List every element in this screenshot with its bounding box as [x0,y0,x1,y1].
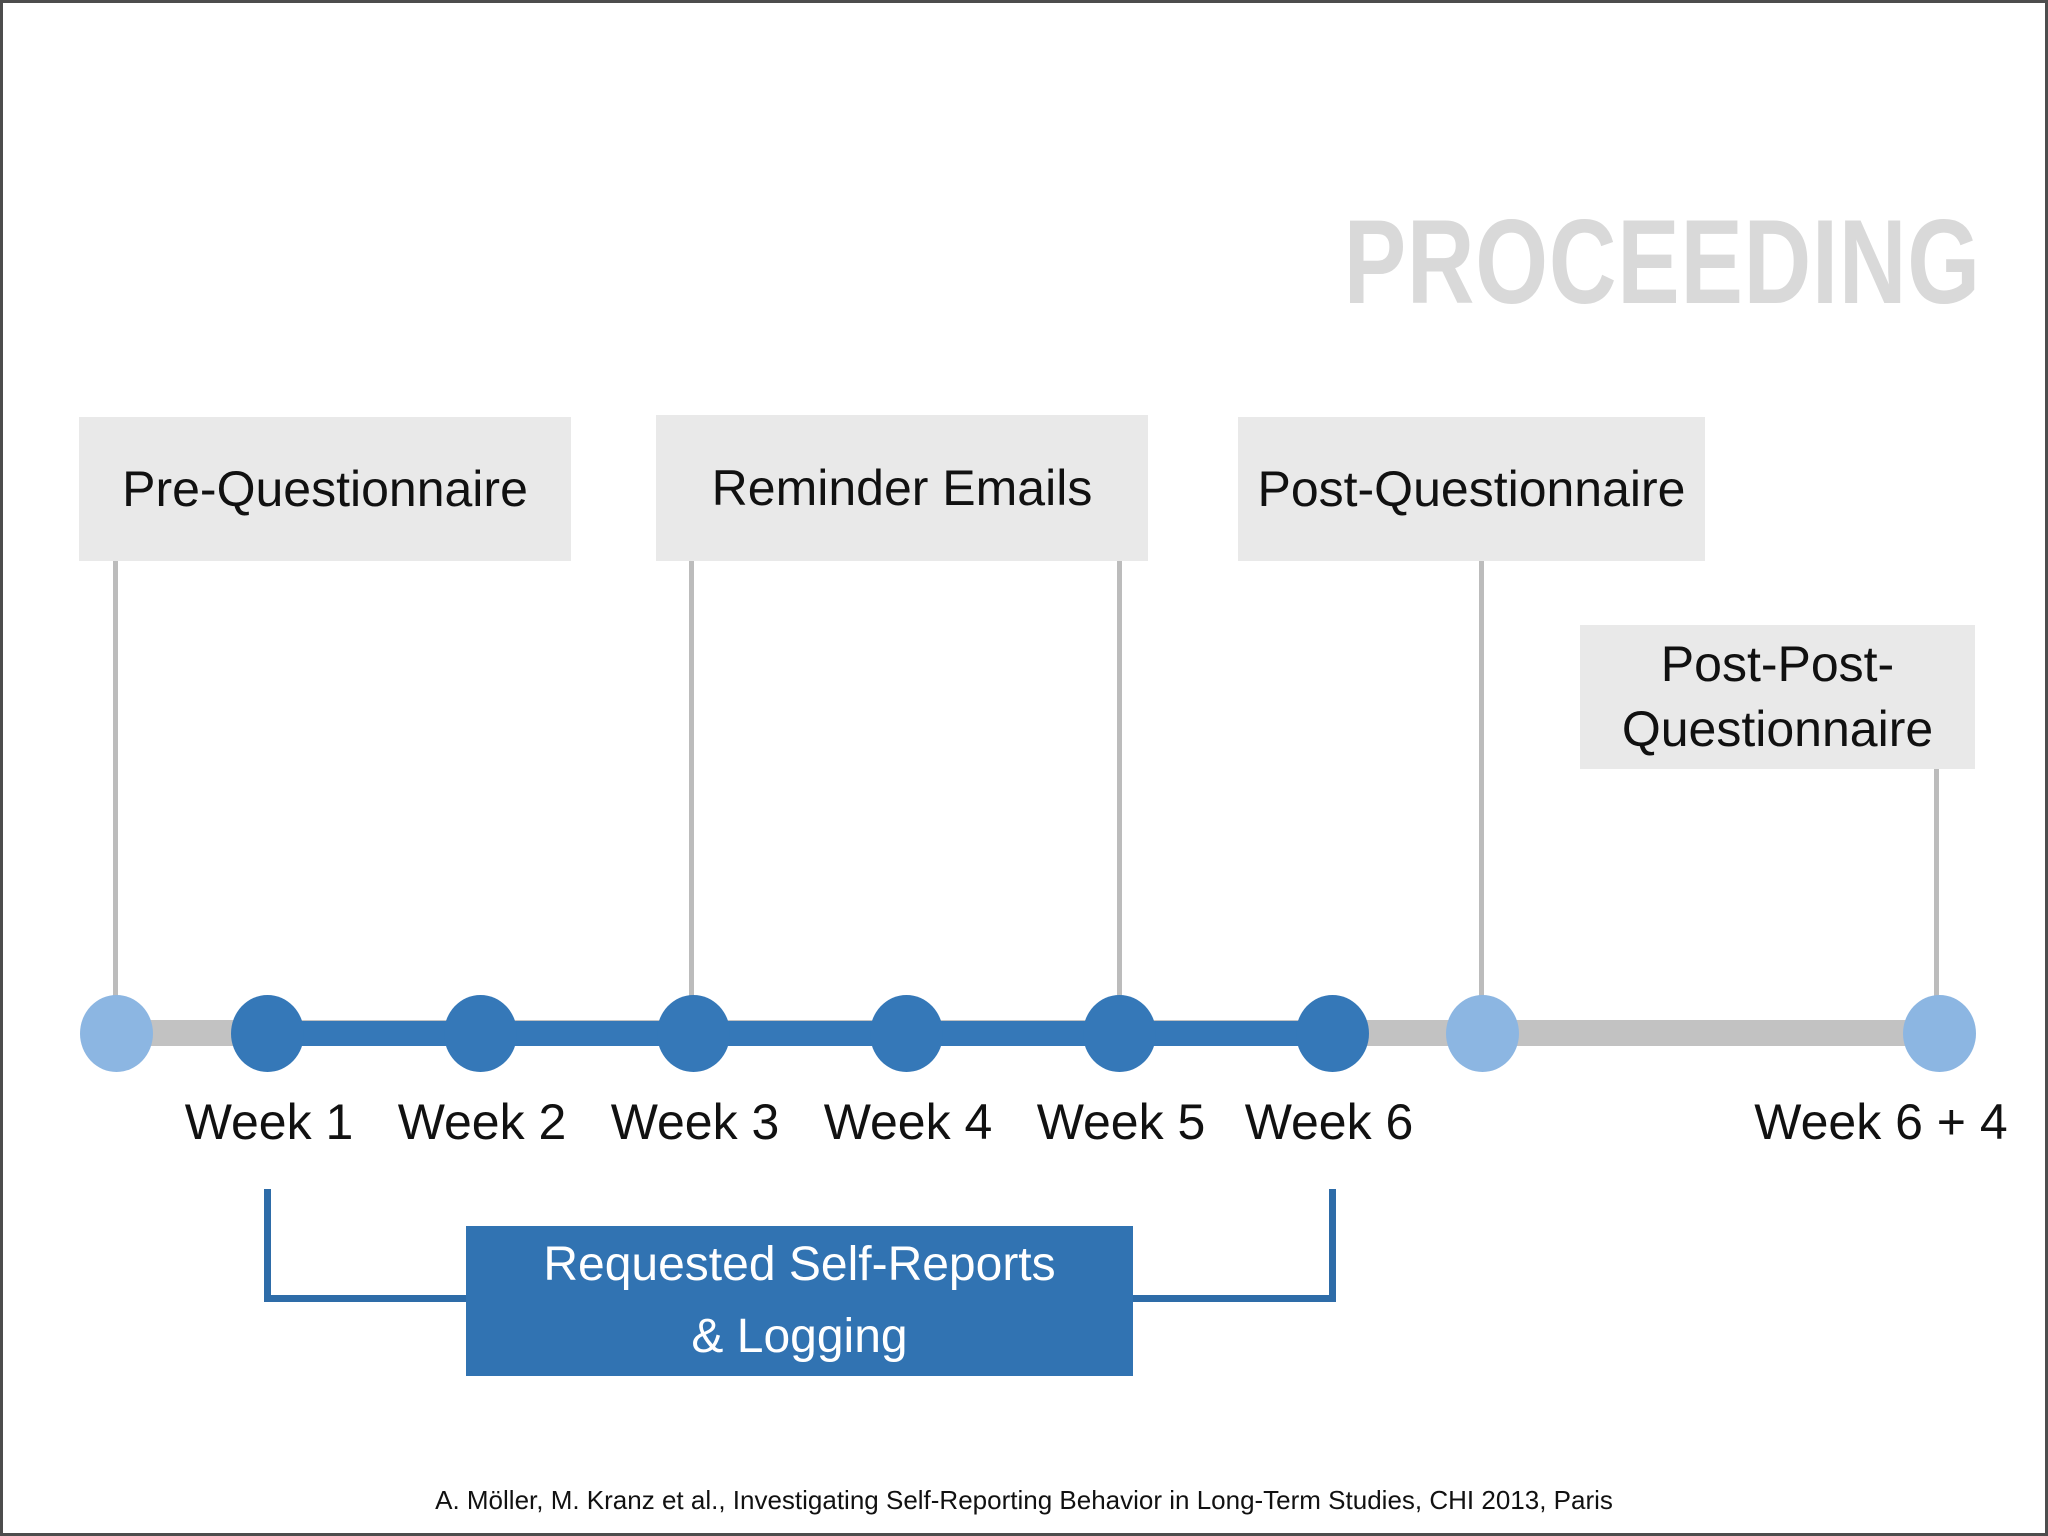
timeline-dot-post-questionnaire [1446,995,1519,1072]
connector-reminder-week5 [1117,561,1122,1003]
timeline-dot-week-4 [870,995,943,1072]
label-reminder-emails: Reminder Emails [656,415,1148,561]
label-pre-questionnaire: Pre-Questionnaire [79,417,571,561]
timeline-dot-start [80,995,153,1072]
timeline-dot-week-5 [1083,995,1156,1072]
label-pre-questionnaire-text: Pre-Questionnaire [122,461,528,517]
label-post-post-questionnaire: Post-Post- Questionnaire [1580,625,1975,769]
connector-post-questionnaire [1479,561,1484,1003]
timeline-dot-week-2 [444,995,517,1072]
timeline-dot-week-1 [231,995,304,1072]
bracket-left-arm [264,1189,271,1301]
connector-pre-questionnaire [113,561,118,1003]
timeline-active-segment [267,1021,1333,1046]
week-label-3: Week 3 [610,1094,780,1150]
label-post-questionnaire: Post-Questionnaire [1238,417,1705,561]
label-post-post-line1: Post-Post- [1660,636,1895,692]
annotation-line2: & Logging [691,1310,908,1363]
week-label-6: Week 6 [1244,1094,1414,1150]
label-post-post-line2: Questionnaire [1621,701,1934,757]
timeline-dot-week-6-plus-4 [1903,995,1976,1072]
slide-title: PROCEEDING [1343,195,1981,329]
week-label-1: Week 1 [184,1094,354,1150]
bracket-right-arm [1329,1189,1336,1301]
label-post-questionnaire-text: Post-Questionnaire [1257,461,1686,517]
week-label-6-plus-4: Week 6 + 4 [1754,1094,2008,1150]
connector-post-post-questionnaire [1934,769,1939,1003]
week-label-2: Week 2 [397,1094,567,1150]
label-reminder-emails-text: Reminder Emails [711,460,1093,516]
week-label-5: Week 5 [1036,1094,1206,1150]
connector-reminder-week3 [689,561,694,1003]
week-label-4: Week 4 [823,1094,993,1150]
timeline-dot-week-6 [1296,995,1369,1072]
annotation-self-reports-box: Requested Self-Reports & Logging [466,1226,1133,1376]
timeline-dot-week-3 [657,995,730,1072]
annotation-line1: Requested Self-Reports [543,1238,1056,1291]
citation-text: A. Möller, M. Kranz et al., Investigatin… [435,1485,1613,1515]
